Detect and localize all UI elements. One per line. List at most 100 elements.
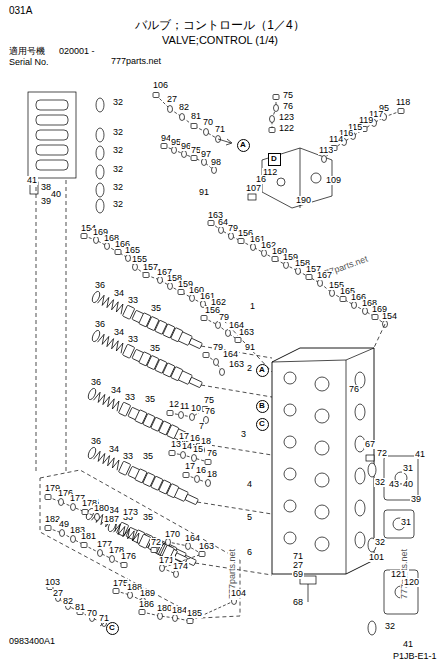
callout-number: 34 bbox=[108, 445, 120, 454]
o-ring bbox=[368, 621, 376, 635]
plug-part bbox=[167, 411, 173, 416]
spool-assembly bbox=[91, 329, 204, 390]
callout-number: 91 bbox=[198, 188, 210, 197]
spool-land bbox=[171, 367, 183, 381]
port bbox=[315, 473, 329, 487]
plug-part bbox=[181, 452, 186, 459]
callout-number: 81 bbox=[74, 603, 86, 612]
reference-letter: B bbox=[259, 402, 265, 410]
callout-number: 165 bbox=[124, 246, 141, 255]
plunger-part bbox=[168, 106, 173, 113]
check-part bbox=[219, 227, 224, 234]
reference-circle: A bbox=[256, 364, 269, 377]
relief-part bbox=[398, 109, 404, 114]
spool-part bbox=[45, 495, 51, 500]
port bbox=[315, 377, 329, 391]
check-part bbox=[352, 302, 357, 309]
cap-part bbox=[220, 369, 225, 376]
check-part bbox=[229, 233, 234, 240]
spool-part bbox=[81, 543, 87, 548]
callout-number: 68 bbox=[292, 598, 304, 607]
check-part bbox=[81, 234, 87, 239]
plug-part bbox=[270, 116, 275, 123]
spool-part bbox=[71, 536, 76, 543]
spool-part bbox=[95, 514, 100, 521]
reference-circle: C bbox=[106, 622, 119, 635]
spool-end bbox=[189, 377, 202, 388]
callout-number: 32 bbox=[112, 183, 124, 192]
spring-seat bbox=[87, 387, 98, 400]
port bbox=[315, 409, 329, 423]
plug-part bbox=[202, 159, 207, 166]
callout-number: 36 bbox=[90, 437, 102, 446]
callout-number: 40 bbox=[402, 480, 414, 489]
callout-number: 109 bbox=[325, 176, 342, 185]
check-part bbox=[94, 237, 99, 244]
callout-number: 3 bbox=[240, 430, 247, 439]
spool-part bbox=[151, 548, 157, 553]
callout-number: 72 bbox=[376, 449, 388, 458]
plug-part bbox=[205, 460, 211, 465]
callout-number: 32 bbox=[374, 538, 386, 547]
callout-number: 39 bbox=[40, 197, 52, 206]
plug bbox=[366, 455, 374, 461]
spool-part bbox=[60, 530, 65, 537]
callout-number: 120 bbox=[403, 578, 420, 587]
port bbox=[277, 178, 285, 186]
end-cover bbox=[384, 456, 418, 500]
cap-part bbox=[226, 330, 231, 337]
check-part bbox=[133, 264, 138, 271]
spool-assembly bbox=[87, 387, 200, 448]
plug-part bbox=[192, 455, 197, 462]
callout-number: 39 bbox=[410, 495, 422, 504]
callout-number: 82 bbox=[62, 597, 74, 606]
callout-number: 18 bbox=[206, 470, 218, 479]
plug-part bbox=[172, 147, 177, 154]
check-part bbox=[173, 615, 178, 622]
spool-bore bbox=[355, 532, 365, 548]
callout-number: 31 bbox=[400, 518, 412, 527]
callout-number: 71 bbox=[98, 614, 110, 623]
callout-number: 5 bbox=[246, 513, 253, 522]
check-part bbox=[251, 244, 256, 251]
callout-number: 76 bbox=[204, 407, 216, 416]
watermark: 777parts.net bbox=[110, 57, 162, 66]
check-part bbox=[143, 273, 149, 278]
check-part bbox=[126, 255, 131, 262]
spool-end bbox=[189, 338, 202, 349]
o-ring bbox=[96, 98, 104, 112]
check-part bbox=[113, 589, 119, 594]
leader-line bbox=[172, 453, 208, 462]
callout-number: 104 bbox=[230, 589, 247, 598]
check-part bbox=[128, 592, 133, 599]
port bbox=[284, 404, 296, 416]
spool-bore bbox=[355, 404, 365, 420]
callout-number: 163 bbox=[198, 542, 215, 551]
plug-part bbox=[190, 414, 195, 421]
o-ring bbox=[96, 146, 104, 160]
plug-part bbox=[179, 412, 184, 419]
callout-number: 0983400A1 bbox=[8, 637, 56, 646]
plug bbox=[248, 194, 256, 200]
callout-number: 81 bbox=[190, 112, 202, 121]
port bbox=[284, 372, 296, 384]
callout-number: 32 bbox=[384, 622, 396, 631]
spool-land bbox=[171, 328, 183, 342]
check-part bbox=[262, 250, 267, 257]
callout-number: 106 bbox=[152, 81, 169, 90]
callout-number: 36 bbox=[94, 281, 106, 290]
callout-number: 41 bbox=[402, 640, 414, 649]
plug-part bbox=[273, 95, 279, 100]
check-part bbox=[372, 315, 378, 320]
spool-part bbox=[174, 571, 179, 578]
callout-number: 154 bbox=[381, 312, 398, 321]
spool bbox=[132, 349, 192, 384]
callout-number: 71 bbox=[292, 552, 304, 561]
plug-part bbox=[195, 476, 200, 483]
plug-part bbox=[269, 128, 275, 133]
callout-number: 103 bbox=[44, 578, 61, 587]
spool-land bbox=[167, 484, 179, 498]
callout-number: 75 bbox=[282, 91, 294, 100]
callout-number: 41 bbox=[414, 450, 426, 459]
